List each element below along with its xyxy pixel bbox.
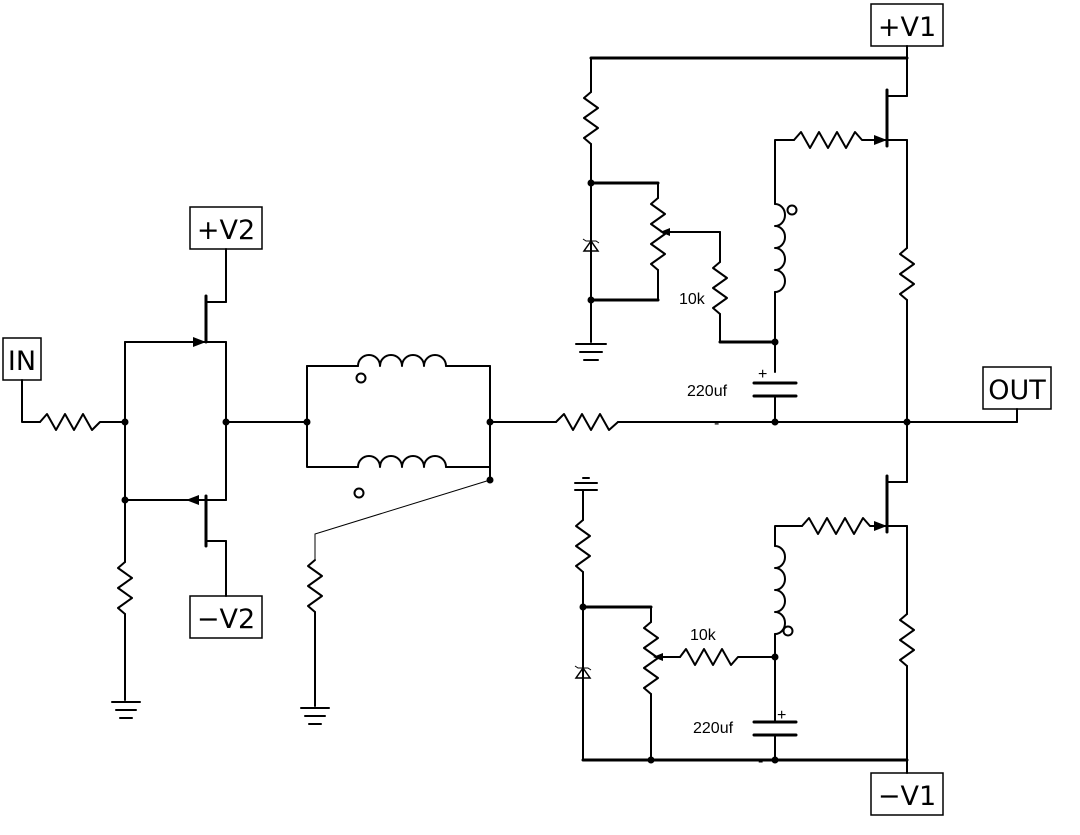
output-transistor-bottom bbox=[874, 421, 908, 534]
svg-text:10k: 10k bbox=[690, 627, 717, 644]
top-10k-resistor: 10k bbox=[679, 231, 777, 344]
zener-diode-bottom bbox=[574, 665, 592, 679]
pos-v1-label: +V1 bbox=[870, 3, 944, 47]
ground-symbol-input bbox=[111, 701, 141, 719]
neg-v1-label: −V1 bbox=[870, 772, 944, 816]
top-inductor bbox=[771, 139, 798, 373]
main-signal-line bbox=[489, 408, 1018, 431]
bottom-capacitor: + - 220uf bbox=[693, 707, 798, 770]
ground-symbol-transformer bbox=[300, 707, 330, 725]
transformer-load-resistor bbox=[307, 479, 491, 707]
top-capacitor: + - 220uf bbox=[687, 366, 798, 432]
output-transistor-top bbox=[874, 45, 908, 148]
phase-dot-bottom bbox=[353, 487, 365, 499]
phase-dot-top bbox=[355, 372, 367, 384]
top-potentiometer bbox=[650, 182, 721, 301]
driver-transistor-top bbox=[124, 248, 227, 347]
zener-diode-top bbox=[582, 238, 600, 252]
top-base-resistor bbox=[793, 131, 888, 149]
top-emitter-resistor bbox=[899, 139, 915, 423]
bottom-inductor bbox=[771, 525, 803, 723]
svg-text:+: + bbox=[777, 707, 786, 724]
series-resistor bbox=[555, 413, 619, 431]
coupling-transformer bbox=[303, 354, 494, 499]
bias-resistor bbox=[117, 561, 133, 615]
bottom-10k-resistor: 10k bbox=[679, 627, 776, 666]
svg-text:10k: 10k bbox=[679, 291, 706, 308]
ground-symbol-top bbox=[575, 343, 607, 361]
svg-text:+V1: +V1 bbox=[878, 12, 936, 43]
svg-text:+V2: +V2 bbox=[197, 215, 255, 246]
pos-v2-label: +V2 bbox=[189, 206, 263, 250]
bottom-base-resistor bbox=[801, 517, 888, 535]
neg-v2-label: −V2 bbox=[189, 595, 263, 639]
output-label: OUT bbox=[982, 366, 1052, 410]
svg-text:-: - bbox=[758, 753, 763, 770]
input-resistor bbox=[39, 413, 126, 431]
driver-transistor-bottom bbox=[124, 494, 227, 597]
svg-text:IN: IN bbox=[8, 346, 36, 377]
bottom-potentiometer bbox=[643, 606, 681, 764]
bottom-emitter-resistor bbox=[899, 525, 915, 774]
svg-text:OUT: OUT bbox=[988, 375, 1046, 406]
svg-text:−V2: −V2 bbox=[197, 604, 255, 635]
input-wiring bbox=[21, 341, 133, 701]
input-label: IN bbox=[2, 337, 42, 381]
svg-text:220uf: 220uf bbox=[687, 383, 728, 400]
svg-text:220uf: 220uf bbox=[693, 720, 734, 737]
svg-text:+: + bbox=[758, 366, 767, 383]
svg-text:-: - bbox=[714, 415, 719, 432]
bottom-bias-network bbox=[574, 477, 909, 762]
top-bias-network bbox=[582, 56, 909, 343]
svg-text:−V1: −V1 bbox=[878, 781, 936, 812]
